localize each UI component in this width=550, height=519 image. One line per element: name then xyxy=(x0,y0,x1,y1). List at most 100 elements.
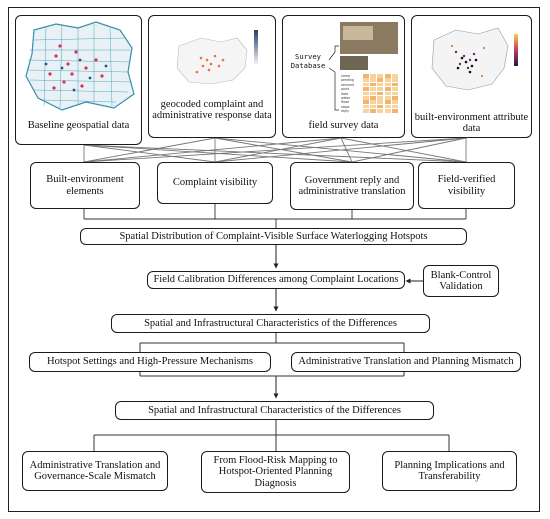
admin-translation-mismatch-box: Administrative Translation and Planning … xyxy=(291,352,521,372)
survey-cell xyxy=(384,78,391,82)
field-photo-detail xyxy=(343,26,373,40)
survey-cell xyxy=(391,74,398,78)
field-verified-visibility-label: Field-verified visibility xyxy=(437,174,496,197)
survey-cell xyxy=(377,104,384,109)
survey-cell xyxy=(363,87,369,91)
survey-cell xyxy=(363,78,369,82)
survey-cell xyxy=(384,87,391,91)
survey-cell xyxy=(370,74,377,78)
flood-risk-mapping-label: From Flood-Risk Mapping to Hotspot-Orien… xyxy=(213,455,338,489)
hotspot-settings-box: Hotspot Settings and High-Pressure Mecha… xyxy=(29,352,271,372)
survey-cell xyxy=(377,74,384,78)
survey-database-label: Survey Database xyxy=(286,52,330,70)
survey-row: point xyxy=(341,87,401,91)
survey-cell xyxy=(384,91,391,96)
survey-row: flood xyxy=(341,100,401,104)
survey-cell xyxy=(391,100,398,104)
survey-cell xyxy=(391,104,398,109)
field-photo-2 xyxy=(340,56,368,70)
survey-cell xyxy=(377,91,384,96)
survey-row: reply xyxy=(341,109,401,113)
built-env-caption: built-environment attribute data xyxy=(414,112,529,135)
panel-built-environment: built-environment attribute data xyxy=(411,15,532,138)
survey-row-label: name xyxy=(341,74,351,78)
field-caption: field survey data xyxy=(308,120,379,131)
blank-control-validation-label: Blank-Control Validation xyxy=(430,269,492,292)
built-environment-elements-label: Built-environment elements xyxy=(46,174,124,197)
survey-row-label: slope xyxy=(341,104,350,109)
survey-cell xyxy=(363,104,369,109)
survey-cell xyxy=(384,82,391,87)
survey-row-label: flood xyxy=(341,100,349,105)
survey-cell xyxy=(391,87,398,91)
survey-cell xyxy=(377,96,384,100)
field-verified-visibility-box: Field-verified visibility xyxy=(418,162,515,209)
survey-row-label: date xyxy=(341,91,349,96)
survey-cell xyxy=(391,78,398,82)
characteristics-box-1: Spatial and Infrastructural Characterist… xyxy=(111,314,430,333)
spatial-distribution-box: Spatial Distribution of Complaint-Visibl… xyxy=(80,228,467,245)
survey-cell xyxy=(391,96,398,100)
survey-cell xyxy=(370,109,377,113)
survey-cell xyxy=(391,91,398,96)
survey-cell xyxy=(363,91,369,96)
survey-db-line2: Database xyxy=(290,60,326,70)
survey-cell xyxy=(370,78,377,82)
survey-row-label: reply xyxy=(341,109,349,114)
characteristics-label-1: Spatial and Infrastructural Characterist… xyxy=(144,317,397,329)
admin-translation-mismatch-label: Administrative Translation and Planning … xyxy=(298,356,514,368)
characteristics-label-2: Spatial and Infrastructural Characterist… xyxy=(148,404,401,416)
complaint-visibility-box: Complaint visibility xyxy=(157,162,273,204)
survey-cell xyxy=(384,109,391,113)
built-env-map-thumbnail xyxy=(431,27,518,91)
field-calibration-box: Field Calibration Differences among Comp… xyxy=(147,271,405,289)
characteristics-box-2: Spatial and Infrastructural Characterist… xyxy=(115,401,434,420)
survey-cell xyxy=(363,82,369,87)
survey-cell xyxy=(370,91,377,96)
planning-implications-box: Planning Implications and Transferabilit… xyxy=(382,451,517,491)
field-calibration-label: Field Calibration Differences among Comp… xyxy=(153,274,399,286)
hotspot-settings-label: Hotspot Settings and High-Pressure Mecha… xyxy=(47,356,253,368)
survey-row-label: water xyxy=(341,96,351,100)
survey-row: pending xyxy=(341,78,401,82)
diagram-frame xyxy=(8,7,540,512)
survey-cell xyxy=(370,100,377,104)
survey-cell xyxy=(384,100,391,104)
government-reply-box: Government reply and administrative tran… xyxy=(290,162,414,210)
survey-row: water xyxy=(341,96,401,100)
baseline-caption: Baseline geospatial data xyxy=(27,120,130,131)
survey-row: relevant xyxy=(341,82,401,87)
spatial-distribution-label: Spatial Distribution of Complaint-Visibl… xyxy=(119,230,428,242)
survey-cell xyxy=(377,78,384,82)
survey-cell xyxy=(363,96,369,100)
governance-mismatch-label: Administrative Translation and Governanc… xyxy=(29,459,161,482)
built-environment-elements-box: Built-environment elements xyxy=(30,162,140,209)
survey-cell xyxy=(363,100,369,104)
survey-link-lines xyxy=(328,45,339,111)
map-thumbnail xyxy=(25,21,135,111)
survey-row: date xyxy=(341,91,401,96)
survey-cell xyxy=(370,96,377,100)
flood-risk-mapping-box: From Flood-Risk Mapping to Hotspot-Orien… xyxy=(201,451,350,493)
governance-mismatch-box: Administrative Translation and Governanc… xyxy=(22,451,168,491)
complaint-visibility-label: Complaint visibility xyxy=(172,177,258,189)
survey-cell xyxy=(363,109,369,113)
survey-cell xyxy=(391,82,398,87)
survey-row-label: point xyxy=(341,87,350,92)
complaint-caption: geocoded complaint and administrative re… xyxy=(152,99,272,122)
survey-row-label: pending xyxy=(341,78,354,83)
blank-control-validation-box: Blank-Control Validation xyxy=(423,265,499,297)
survey-row: name xyxy=(341,74,401,78)
survey-row-label: relevant xyxy=(341,82,355,87)
government-reply-label: Government reply and administrative tran… xyxy=(298,174,406,197)
survey-cell xyxy=(384,96,391,100)
survey-cell xyxy=(377,109,384,113)
survey-cell xyxy=(391,109,398,113)
planning-implications-label: Planning Implications and Transferabilit… xyxy=(394,459,505,482)
survey-cell xyxy=(370,104,377,109)
survey-cell xyxy=(370,87,377,91)
survey-cell xyxy=(377,100,384,104)
panel-complaint-data: geocoded complaint and administrative re… xyxy=(148,15,276,138)
survey-cell xyxy=(384,74,391,78)
